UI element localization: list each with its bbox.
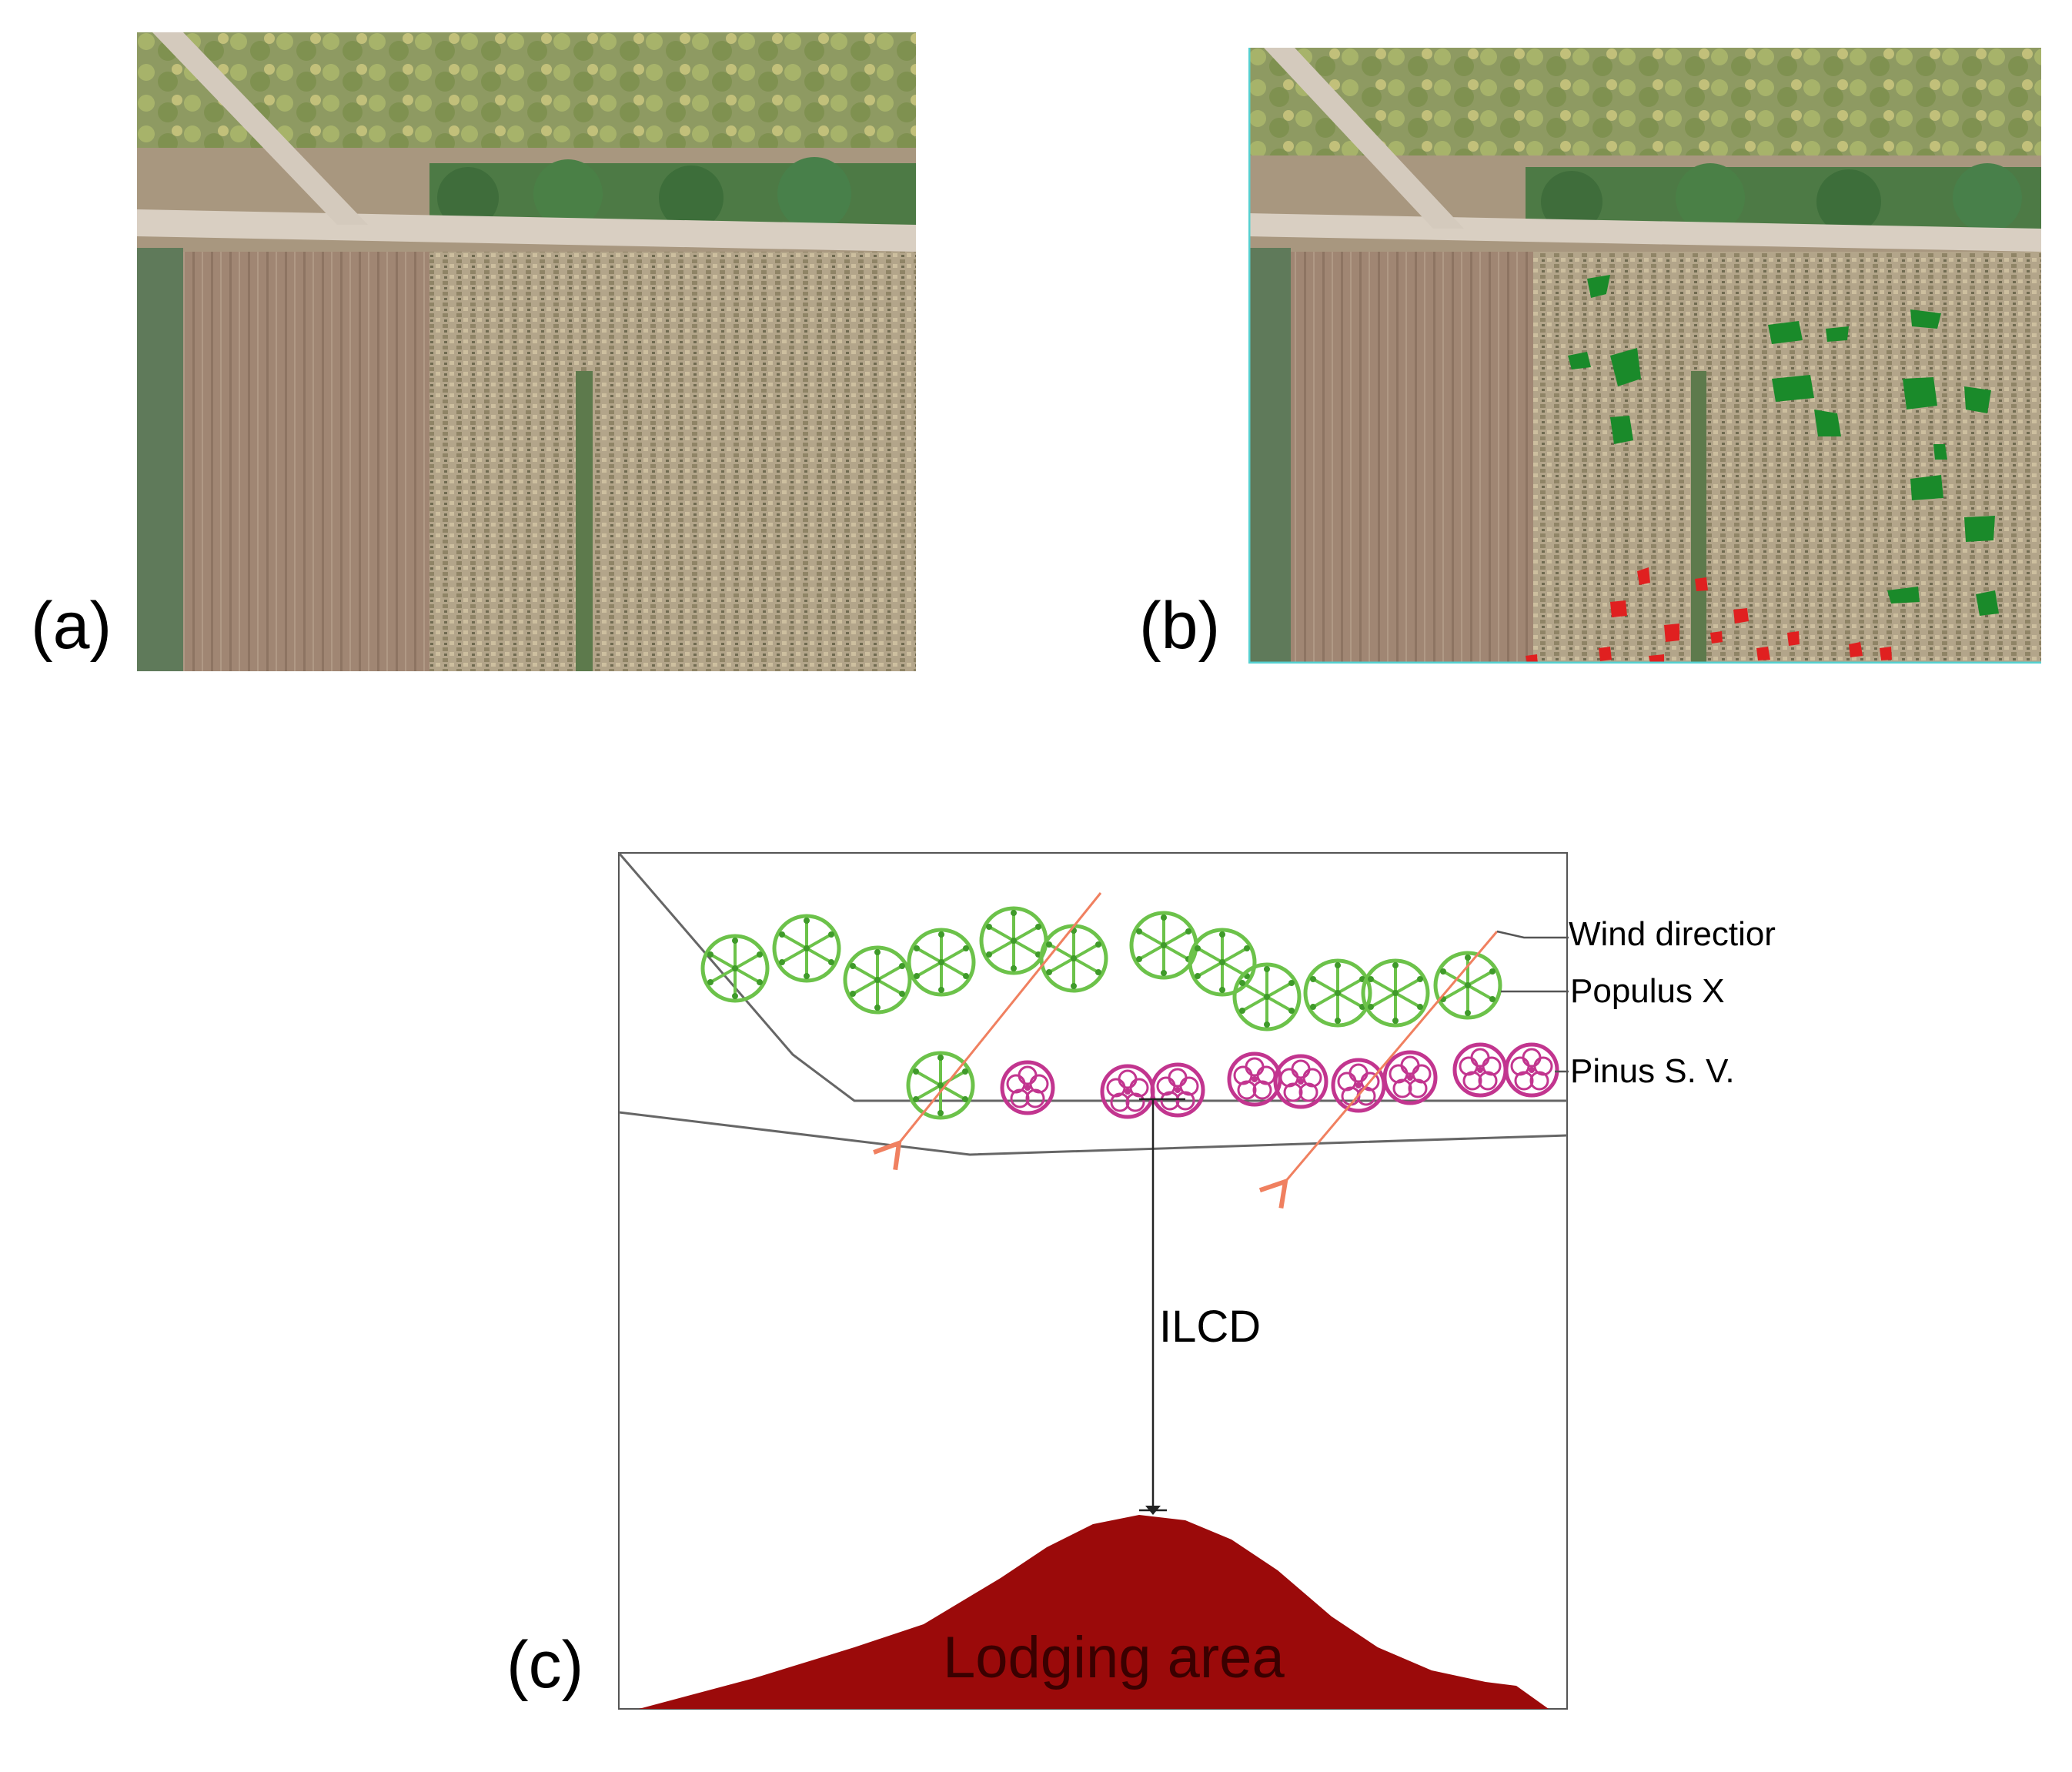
diagram-c: [617, 852, 1569, 1710]
panel-c-label: (c): [506, 1628, 584, 1702]
aerial-photo-a: [137, 32, 916, 671]
panel-b-label: (b): [1139, 589, 1221, 663]
lodging-area-label: Lodging area: [943, 1625, 1285, 1690]
field-boundary-lower: [618, 1111, 1568, 1156]
wind-arrows: [873, 892, 1499, 1209]
lodging-detections: [1526, 567, 1892, 664]
standing-detections: [1568, 275, 1999, 616]
legend-pinus: Pinus S. V.: [1570, 1052, 1735, 1090]
legend-wind-direction: Wind directior: [1569, 915, 1776, 953]
ilcd-arrow: [1139, 1098, 1185, 1515]
ilcd-label: ILCD: [1159, 1302, 1262, 1352]
lodging-area: [639, 1515, 1549, 1709]
aerial-photo-b: [1248, 48, 2041, 664]
legend-populus: Populus X: [1570, 972, 1725, 1010]
panel-a-label: (a): [31, 589, 112, 663]
pinus-row: [1002, 1045, 1557, 1117]
